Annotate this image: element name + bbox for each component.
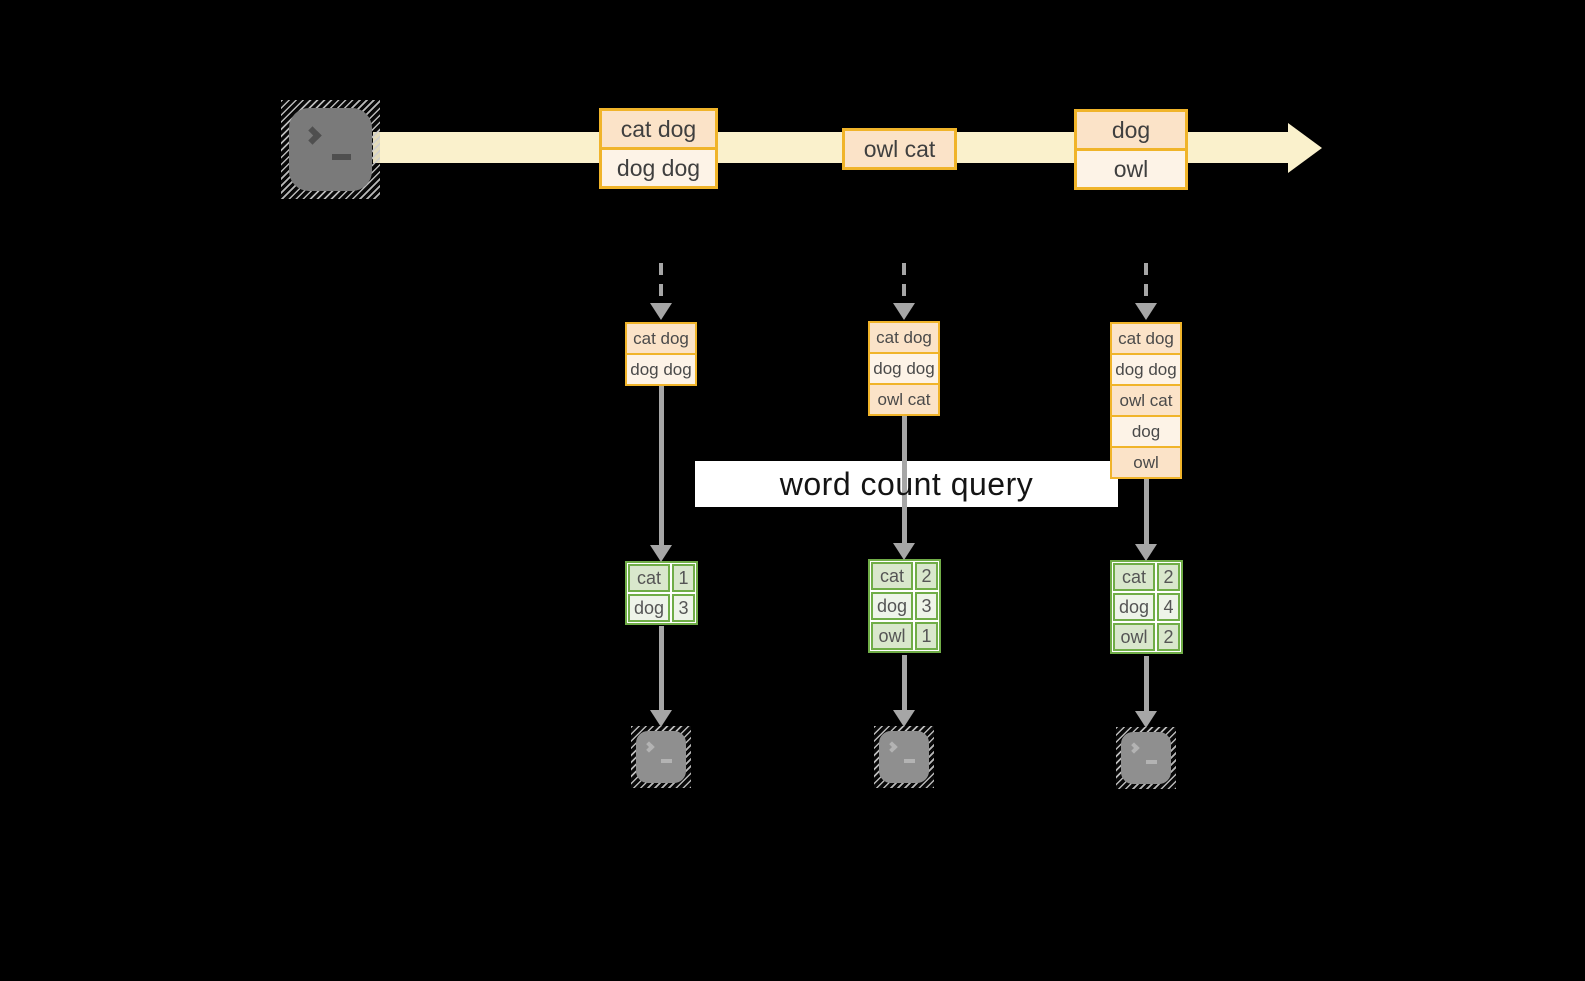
word-count-table-3: cat 2 dog 4 owl 2 [1110, 560, 1183, 654]
word-cell: dog [871, 592, 913, 620]
state-row: dog [1112, 417, 1180, 446]
arrowhead-icon [893, 710, 915, 727]
count-cell: 1 [915, 622, 938, 650]
table-row: owl 1 [871, 622, 938, 650]
state-box-2: cat dog dog dog owl cat [868, 321, 940, 416]
query-label: word count query [779, 465, 1034, 502]
terminal-screen [289, 108, 372, 191]
state-row: dog dog [870, 354, 938, 383]
event-row: dog dog [602, 150, 715, 186]
terminal-cursor-icon [332, 154, 351, 160]
event-row: dog [1077, 112, 1185, 148]
source-terminal-icon [281, 100, 380, 199]
stream-arrowhead-icon [1288, 123, 1322, 173]
stream-event-box-2: owl cat [842, 128, 957, 170]
count-cell: 4 [1157, 593, 1180, 621]
table-row: owl 2 [1113, 623, 1180, 651]
table-row: dog 3 [628, 594, 695, 622]
flow-arrow [659, 626, 664, 710]
count-cell: 1 [672, 564, 695, 592]
word-cell: owl [1113, 623, 1155, 651]
sink-terminal-icon-2 [874, 726, 934, 788]
dashed-arrow [1144, 263, 1148, 303]
word-cell: dog [1113, 593, 1155, 621]
arrowhead-icon [893, 303, 915, 320]
flow-arrow [902, 655, 907, 710]
word-count-table-2: cat 2 dog 3 owl 1 [868, 559, 941, 653]
terminal-cursor-icon [904, 759, 915, 763]
state-row: owl cat [1112, 386, 1180, 415]
flow-arrow [659, 386, 664, 545]
terminal-cursor-icon [661, 759, 672, 763]
state-box-1: cat dog dog dog [625, 322, 697, 386]
arrowhead-icon [650, 303, 672, 320]
count-cell: 2 [1157, 563, 1180, 591]
table-row: cat 2 [871, 562, 938, 590]
arrowhead-icon [650, 545, 672, 562]
stream-event-box-3: dog owl [1074, 109, 1188, 190]
dashed-arrow [659, 263, 663, 303]
table-row: cat 2 [1113, 563, 1180, 591]
event-row: owl cat [845, 131, 954, 167]
table-row: cat 1 [628, 564, 695, 592]
sink-terminal-icon-1 [631, 726, 691, 788]
word-count-table-1: cat 1 dog 3 [625, 561, 698, 625]
dashed-arrow [902, 263, 906, 303]
arrowhead-icon [1135, 711, 1157, 728]
state-row: dog dog [627, 355, 695, 384]
event-row: owl [1077, 151, 1185, 187]
sink-terminal-icon-3 [1116, 727, 1176, 789]
terminal-screen [879, 731, 929, 783]
arrowhead-icon [1135, 303, 1157, 320]
word-cell: cat [1113, 563, 1155, 591]
terminal-screen [1121, 732, 1171, 784]
arrowhead-icon [893, 543, 915, 560]
state-row: owl [1112, 448, 1180, 477]
terminal-screen [636, 731, 686, 783]
stream-event-box-1: cat dog dog dog [599, 108, 718, 189]
terminal-cursor-icon [1146, 760, 1157, 764]
word-cell: cat [871, 562, 913, 590]
state-row: cat dog [627, 324, 695, 353]
terminal-prompt-chevron-icon [643, 741, 655, 753]
table-row: dog 3 [871, 592, 938, 620]
count-cell: 3 [915, 592, 938, 620]
state-row: cat dog [870, 323, 938, 352]
state-row: owl cat [870, 385, 938, 414]
count-cell: 2 [915, 562, 938, 590]
word-cell: cat [628, 564, 670, 592]
arrowhead-icon [1135, 544, 1157, 561]
table-row: dog 4 [1113, 593, 1180, 621]
query-label-box: word count query [695, 461, 1118, 507]
flow-arrow [902, 416, 907, 543]
terminal-prompt-chevron-icon [303, 126, 322, 145]
terminal-prompt-chevron-icon [1128, 742, 1140, 754]
state-row: cat dog [1112, 324, 1180, 353]
count-cell: 3 [672, 594, 695, 622]
state-box-3: cat dog dog dog owl cat dog owl [1110, 322, 1182, 479]
word-cell: owl [871, 622, 913, 650]
word-cell: dog [628, 594, 670, 622]
arrowhead-icon [650, 710, 672, 727]
count-cell: 2 [1157, 623, 1180, 651]
flow-arrow [1144, 656, 1149, 711]
state-row: dog dog [1112, 355, 1180, 384]
terminal-prompt-chevron-icon [886, 741, 898, 753]
flow-arrow [1144, 479, 1149, 544]
event-row: cat dog [602, 111, 715, 147]
